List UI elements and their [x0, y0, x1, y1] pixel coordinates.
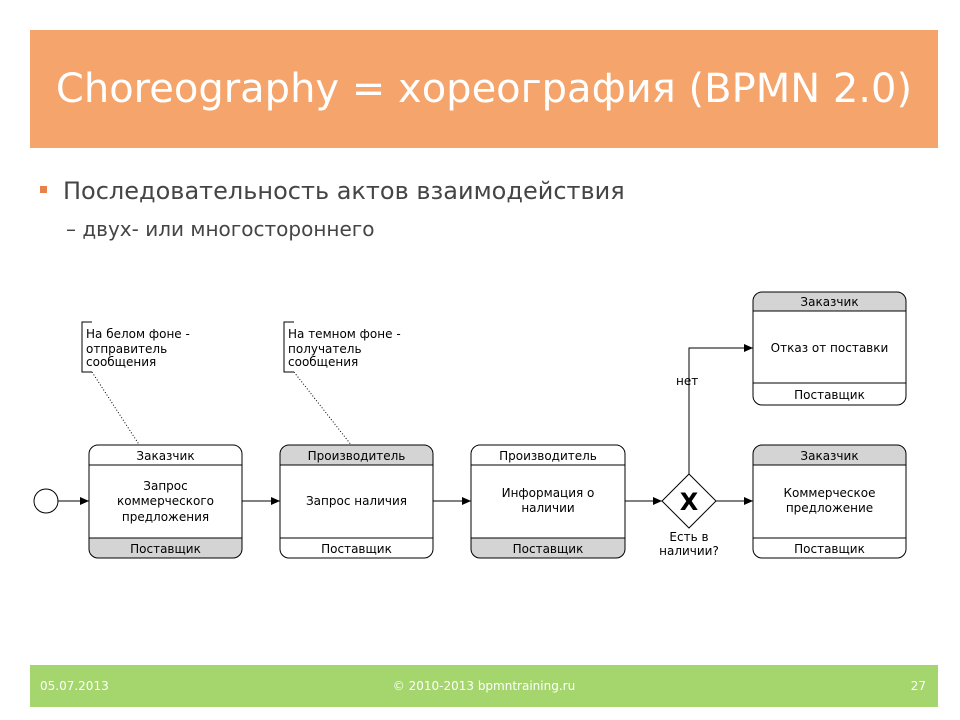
task-name-line: коммерческого: [117, 494, 214, 508]
task-name-line: Запрос наличия: [306, 494, 407, 508]
task-name-line: предложения: [122, 510, 209, 524]
annotation-white-sender: На белом фоне - отправитель сообщения: [81, 321, 190, 447]
participant-bottom: Поставщик: [130, 542, 201, 556]
participant-bottom: Поставщик: [321, 542, 392, 556]
flow-label-no: нет: [676, 374, 698, 388]
gateway-label-line: наличии?: [659, 544, 719, 558]
footer-page-number: 27: [910, 679, 926, 693]
task-name-line: Коммерческое: [783, 486, 875, 500]
task-name-line: предложение: [786, 501, 873, 515]
choreography-task-commercial-offer: Заказчик Коммерческое предложение Постав…: [752, 444, 907, 559]
flow-gateway-task4: [688, 344, 753, 474]
task-name-line: наличии: [521, 501, 574, 515]
participant-top: Заказчик: [800, 449, 858, 463]
choreography-task-availability-info: Производитель Информация о наличии Поста…: [470, 444, 626, 559]
annotation-line: На темном фоне -: [288, 327, 401, 341]
title-bar: Choreography = хореография (BPMN 2.0): [30, 30, 938, 148]
choreography-task-request-availability: Производитель Запрос наличия Поставщик: [279, 444, 434, 559]
sub-bullet-text: – двух- или многостороннего: [66, 217, 375, 241]
task-name-line: Информация о: [502, 486, 595, 500]
task-name-line: Запрос: [143, 479, 187, 493]
gateway-label-line: Есть в: [669, 530, 708, 544]
bullet-item: Последовательность актов взаимодействия: [40, 174, 625, 208]
footer-copyright: © 2010-2013 bpmntraining.ru: [392, 679, 576, 693]
participant-top: Заказчик: [136, 449, 194, 463]
participant-bottom: Поставщик: [513, 542, 584, 556]
bullet-square-icon: [40, 185, 47, 193]
participant-top: Заказчик: [800, 295, 858, 309]
annotation-line: получатель: [288, 342, 362, 356]
start-event: [33, 488, 59, 514]
slide-title: Choreography = хореография (BPMN 2.0): [55, 66, 913, 112]
participant-bottom: Поставщик: [794, 388, 865, 402]
footer-bar: 05.07.2013 © 2010-2013 bpmntraining.ru 2…: [30, 665, 938, 707]
annotation-line: На белом фоне -: [86, 327, 190, 341]
annotation-line: сообщения: [288, 355, 358, 369]
participant-top: Производитель: [308, 449, 406, 463]
exclusive-gateway: X Есть в наличии?: [659, 473, 719, 558]
sub-bullet-item: – двух- или многостороннего: [66, 214, 375, 244]
annotation-dark-receiver: На темном фоне - получатель сообщения: [283, 321, 401, 447]
annotation-line: сообщения: [86, 355, 156, 369]
choreography-task-request-offer: Заказчик Запрос коммерческого предложени…: [88, 444, 243, 559]
bullet-text: Последовательность актов взаимодействия: [63, 177, 625, 205]
choreography-task-refusal: Заказчик Отказ от поставки Поставщик: [752, 291, 907, 406]
sequence-flows: [58, 344, 753, 505]
participant-top: Производитель: [499, 449, 597, 463]
footer-date: 05.07.2013: [40, 679, 109, 693]
participant-bottom: Поставщик: [794, 542, 865, 556]
task-name-line: Отказ от поставки: [771, 341, 889, 355]
annotation-line: отправитель: [86, 342, 167, 356]
gateway-x-icon: X: [680, 488, 699, 516]
